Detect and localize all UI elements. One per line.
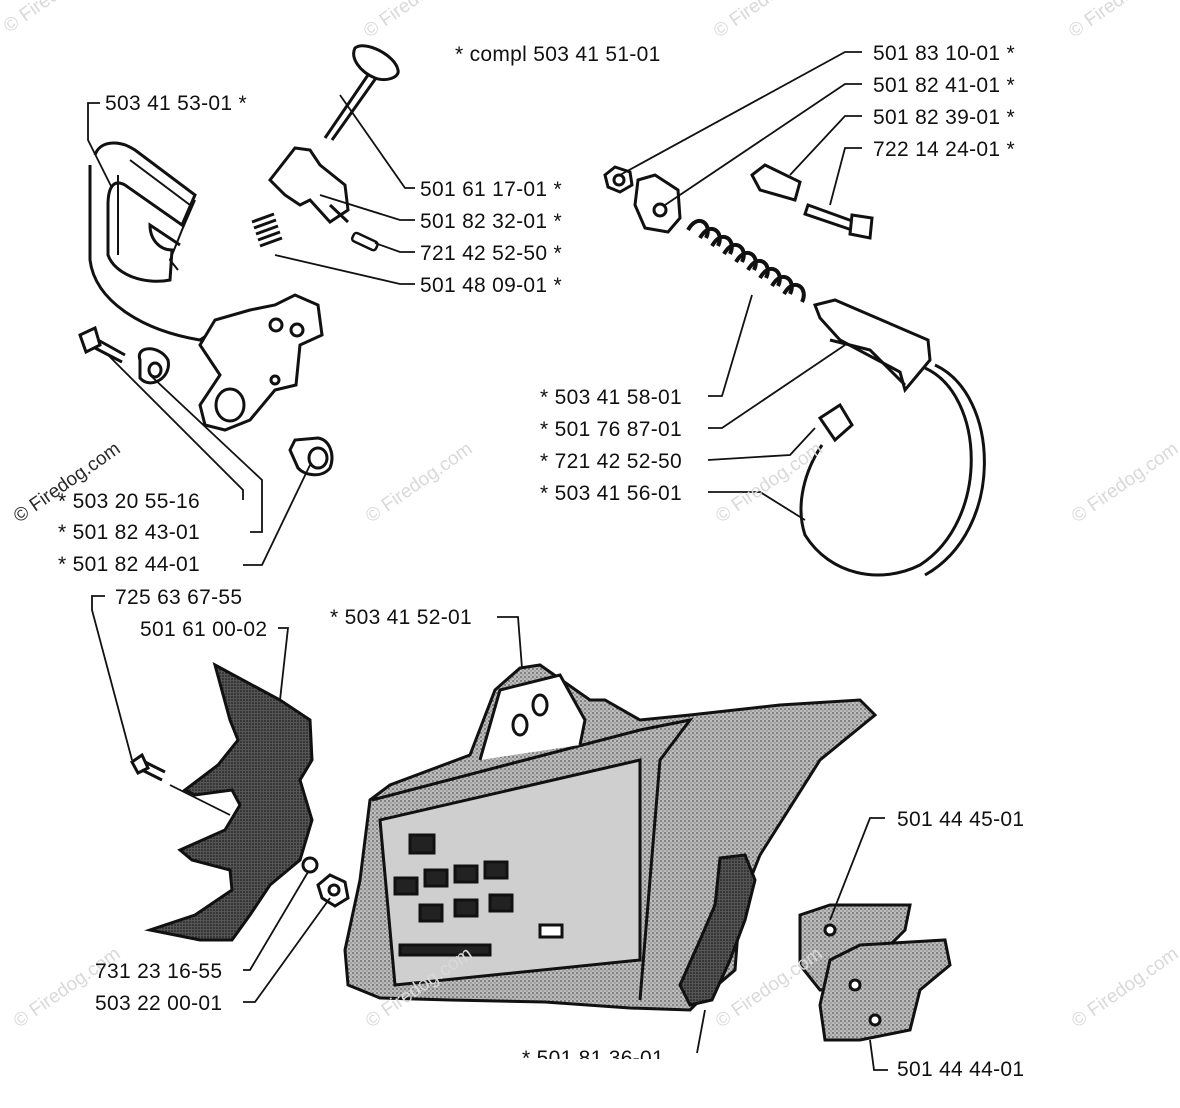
bolt-left bbox=[78, 325, 126, 364]
part-label-725-63-67-55: 725 63 67-55 bbox=[115, 586, 243, 609]
part-label-501-61-00-02: 501 61 00-02 bbox=[140, 618, 268, 641]
bumper-spike bbox=[144, 662, 314, 942]
part-label-503-20-55-16: * 503 20 55-16 bbox=[58, 490, 200, 513]
chain-catcher bbox=[678, 853, 757, 1007]
screw-spike bbox=[130, 752, 166, 782]
part-label-731-23-16-55: 731 23 16-55 bbox=[95, 960, 223, 983]
washers-spike bbox=[301, 856, 350, 908]
part-label-721-42-52-50-b: * 721 42 52-50 bbox=[540, 450, 682, 473]
pin bbox=[350, 231, 379, 252]
part-label-501-82-39-01: 501 82 39-01 * bbox=[873, 106, 1015, 129]
part-label-501-81-36-01: * 501 81 36-01 bbox=[522, 1047, 664, 1059]
part-label-501-44-45-01: 501 44 45-01 bbox=[897, 808, 1025, 831]
kit-label: * compl 503 41 51-01 bbox=[455, 43, 661, 66]
washer-left bbox=[137, 347, 170, 385]
part-label-721-42-52-50-a: 721 42 52-50 * bbox=[420, 242, 562, 265]
part-label-501-48-09-01: 501 48 09-01 * bbox=[420, 274, 562, 297]
sleeve bbox=[750, 163, 802, 202]
spring-small bbox=[251, 212, 283, 248]
bolt-right bbox=[803, 203, 874, 240]
part-label-501-61-17-01: 501 61 17-01 * bbox=[420, 178, 562, 201]
part-label-503-41-52-01: * 503 41 52-01 bbox=[330, 606, 472, 629]
brake-band bbox=[799, 363, 986, 577]
bracket-right bbox=[633, 173, 682, 234]
part-label-501-82-44-01: * 501 82 44-01 bbox=[58, 553, 200, 576]
part-label-501-76-87-01: * 501 76 87-01 bbox=[540, 418, 682, 441]
guide-plate-bottom bbox=[818, 938, 952, 1042]
knob-screw bbox=[323, 44, 400, 141]
part-label-503-41-56-01: * 503 41 56-01 bbox=[540, 482, 682, 505]
part-label-503-41-58-01: * 503 41 58-01 bbox=[540, 386, 682, 409]
part-label-501-83-10-01: 501 83 10-01 * bbox=[873, 42, 1015, 65]
leader-lines bbox=[87, 51, 888, 1071]
brake-rod bbox=[812, 298, 932, 394]
part-label-722-14-24-01: 722 14 24-01 * bbox=[873, 138, 1015, 161]
hand-guard bbox=[88, 141, 324, 432]
spring-large bbox=[686, 218, 806, 303]
part-label-501-44-44-01: 501 44 44-01 bbox=[897, 1058, 1025, 1081]
part-label-501-82-41-01: 501 82 41-01 * bbox=[873, 74, 1015, 97]
part-label-501-82-43-01: * 501 82 43-01 bbox=[58, 521, 200, 544]
lever bbox=[268, 146, 350, 224]
part-label-501-82-32-01: 501 82 32-01 * bbox=[420, 210, 562, 233]
part-label-503-22-00-01: 503 22 00-01 bbox=[95, 992, 223, 1015]
part-label-503-41-53-01: 503 41 53-01 * bbox=[105, 92, 247, 115]
knob-nut bbox=[288, 436, 334, 477]
nut-right bbox=[603, 165, 634, 194]
